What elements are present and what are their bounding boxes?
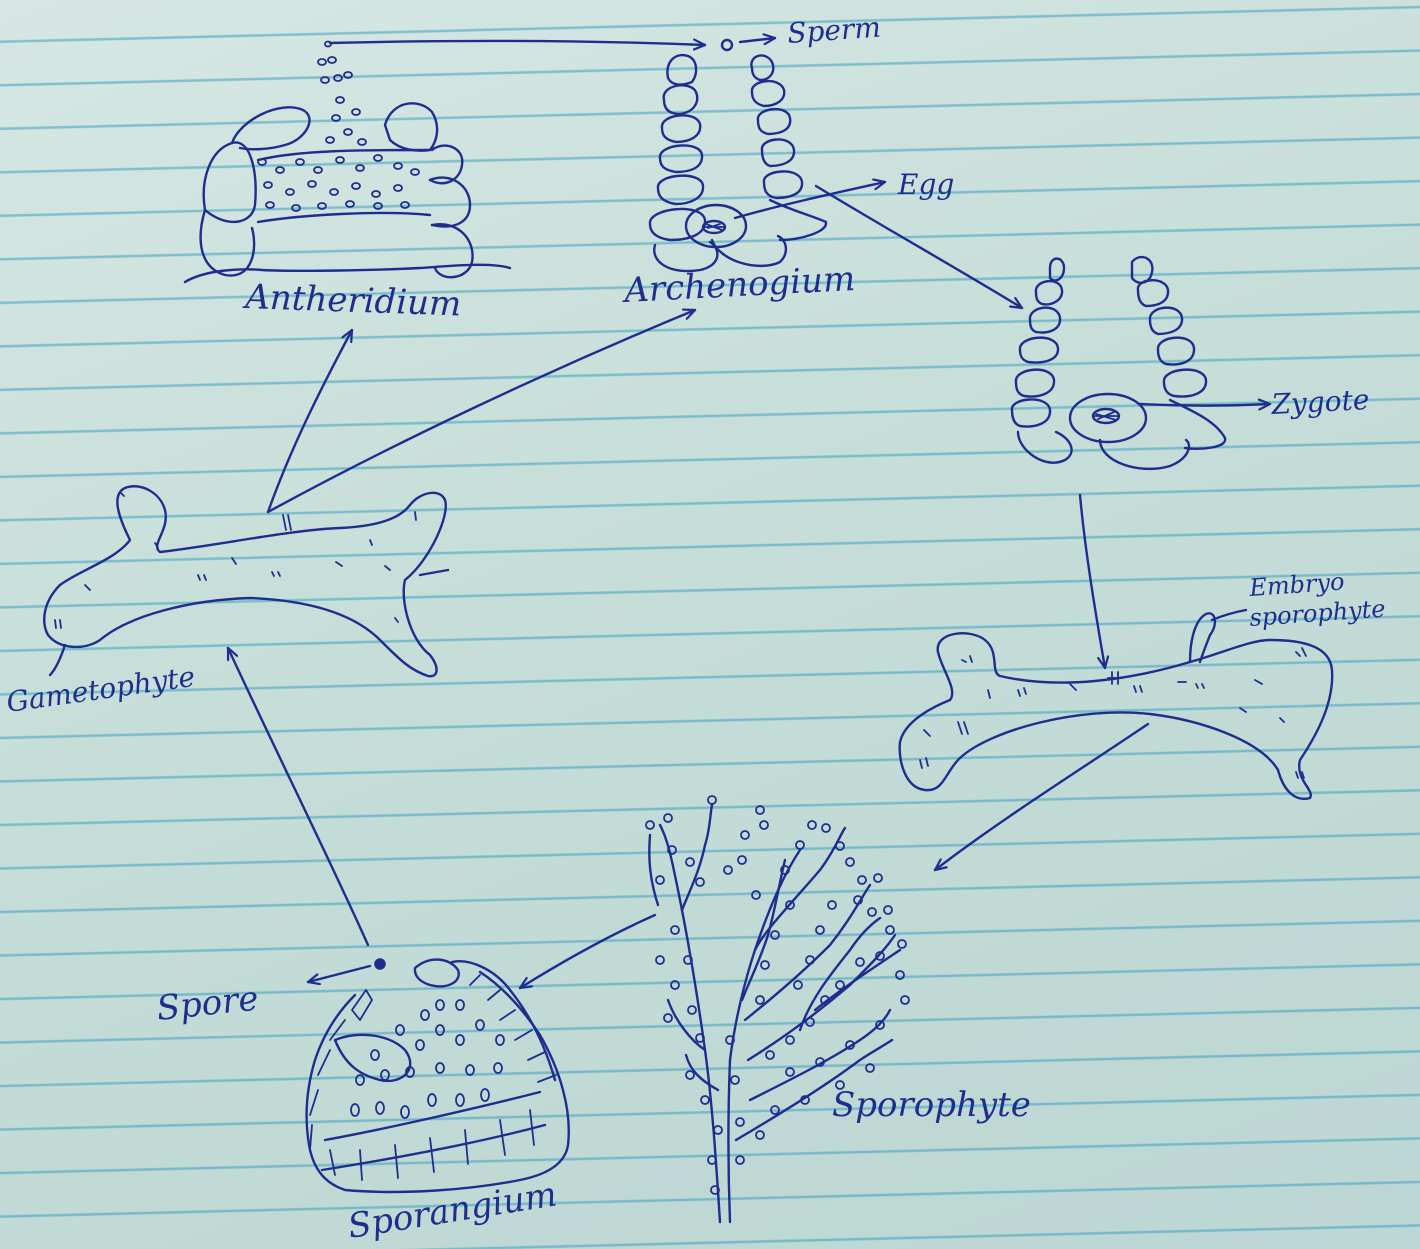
antheridium-drawing <box>185 42 510 283</box>
spore-to-gametophyte-arrow <box>228 648 368 945</box>
sporophyte-label: Sporophyte <box>832 1085 1031 1125</box>
gametophyte-to-antheridium-arrow <box>268 330 352 512</box>
sperm-label: Sperm <box>786 11 882 50</box>
sporangium-drawing <box>307 960 569 1192</box>
egg-label: Egg <box>897 168 954 201</box>
gametophyte-label: Gametophyte <box>4 660 197 719</box>
sperm-cell <box>722 40 732 50</box>
zygote-archegonium-drawing <box>1012 257 1225 469</box>
embryo-gametophyte-drawing <box>900 610 1333 799</box>
sperm-path-arrow <box>330 41 705 45</box>
archegonium-drawing <box>650 55 826 271</box>
sporophyte-plant-drawing <box>646 796 909 1222</box>
gametophyte-drawing <box>44 486 448 676</box>
embryo-to-sporophyte-arrow <box>935 724 1148 870</box>
archegonium-label: Archenogium <box>620 259 856 311</box>
sperm-label-arrow <box>740 38 775 42</box>
embryo-label-line1: Embryo <box>1247 567 1345 602</box>
spore-label-arrow <box>308 966 370 982</box>
sporophyte-to-sporangium-arrow <box>520 915 655 988</box>
zygote-label: Zygote <box>1270 383 1370 421</box>
sporangium-label: Sporangium <box>345 1174 559 1246</box>
spore-label: Spore <box>155 979 261 1029</box>
spore-cell <box>375 959 385 969</box>
zygote-to-embryo-arrow <box>1080 495 1105 668</box>
gametophyte-to-archegonium-arrow <box>268 310 695 512</box>
zygote-label-arrow <box>1140 404 1270 406</box>
antheridium-label: Antheridium <box>242 277 462 325</box>
